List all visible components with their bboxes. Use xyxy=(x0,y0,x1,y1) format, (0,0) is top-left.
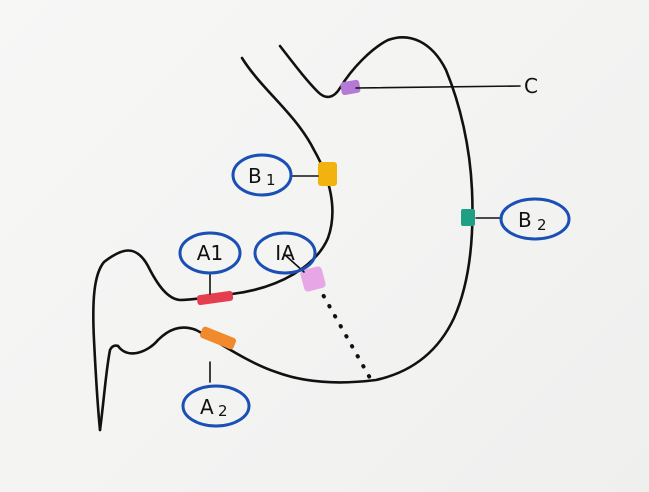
label-b2-sub: 2 xyxy=(537,216,547,234)
label-a2: A 2 xyxy=(181,384,251,428)
duodenum-bottom-wall xyxy=(98,344,120,432)
mark-a1 xyxy=(196,290,234,306)
label-b1-sub: 1 xyxy=(266,171,276,189)
leader-c xyxy=(355,85,521,89)
mark-b1 xyxy=(318,162,337,186)
label-ia: IA xyxy=(253,231,317,275)
label-b2-ring xyxy=(499,197,571,241)
label-ia-ring xyxy=(253,231,317,275)
pylorus-dotted-line xyxy=(316,284,372,380)
label-b1-main: B xyxy=(248,164,262,188)
mark-a2 xyxy=(199,326,237,350)
label-a1-text: A1 xyxy=(197,241,223,265)
duodenum-inner-wall xyxy=(116,36,474,384)
label-a1-ring xyxy=(178,231,242,275)
label-a2-sub: 2 xyxy=(218,402,228,420)
label-b1: B 1 xyxy=(231,153,293,197)
mark-b2 xyxy=(461,209,475,226)
mark-1a xyxy=(300,266,326,292)
label-ia-text: IA xyxy=(275,241,295,265)
label-c: C xyxy=(524,74,538,98)
mark-c xyxy=(340,79,361,95)
label-a2-ring xyxy=(181,384,251,428)
label-a1: A1 xyxy=(178,231,242,275)
label-b2: B 2 xyxy=(499,197,571,241)
label-b2-main: B xyxy=(518,208,532,232)
label-a2-main: A xyxy=(200,395,214,419)
label-b1-ring xyxy=(231,153,293,197)
